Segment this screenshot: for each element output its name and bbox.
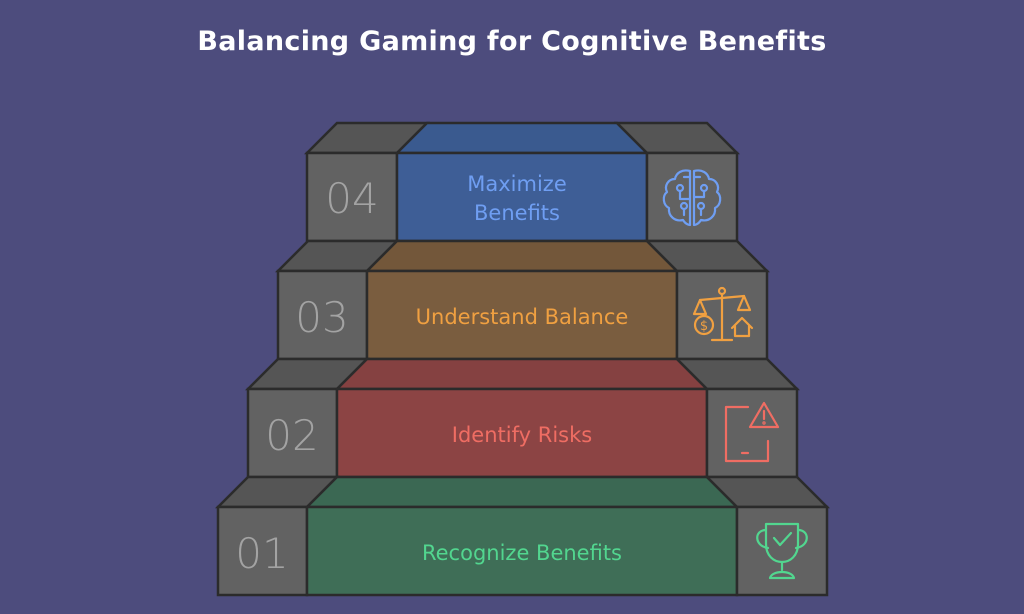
step-03: 03 Understand Balance $: [274, 239, 771, 361]
step-04: 04 Maximize Benefits: [303, 121, 741, 243]
svg-text:$: $: [700, 319, 708, 334]
step-01-number: 01: [235, 529, 288, 578]
balance-scale-icon: $: [692, 286, 754, 342]
step-02: 02 Identify Risks: [244, 357, 801, 479]
step-02-number: 02: [265, 411, 318, 460]
step-01-center-top: [303, 475, 741, 509]
step-04-label-block: [395, 151, 649, 243]
step-03-label: Understand Balance: [416, 305, 629, 329]
tablet-warning-icon: [724, 401, 780, 463]
step-02-label: Identify Risks: [452, 423, 592, 447]
step-02-icon-block: [705, 387, 799, 479]
step-04-label-line-1: Maximize: [467, 172, 566, 196]
step-01-number-block: [216, 505, 309, 597]
step-04-number: 04: [325, 174, 378, 223]
step-03-label-block: [365, 269, 679, 361]
step-03-number: 03: [295, 293, 348, 342]
step-01-label: Recognize Benefits: [422, 541, 622, 565]
step-04-label-line-2: Benefits: [474, 201, 560, 225]
step-04-icon-block: [645, 151, 739, 243]
brain-circuit-icon: [662, 169, 722, 227]
trophy-icon: [756, 522, 808, 580]
step-01: 01 Recognize Benefits: [214, 475, 831, 597]
step-04-center-top: [393, 121, 651, 155]
step-01-label-block: [305, 505, 739, 597]
diagram-title: Balancing Gaming for Cognitive Benefits: [197, 26, 827, 57]
step-01-icon-block: [735, 505, 829, 597]
step-03-center-top: [363, 239, 681, 273]
step-02-center-top: [333, 357, 711, 391]
